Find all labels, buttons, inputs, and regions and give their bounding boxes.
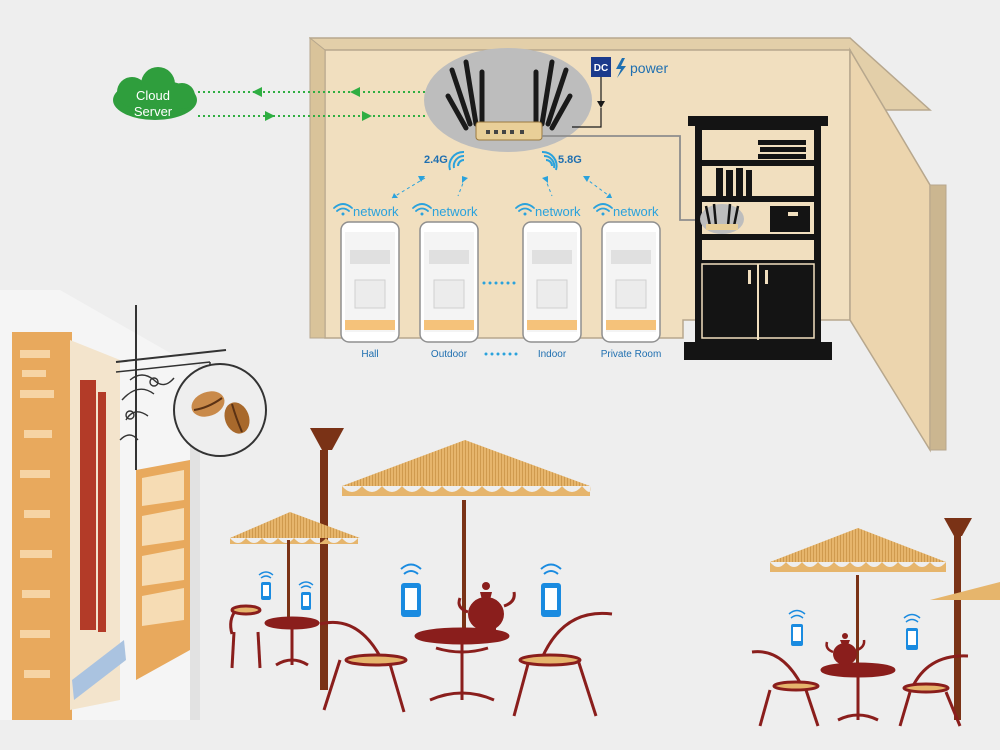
- wifi-icon: [789, 611, 805, 619]
- wifi-icon: [299, 582, 313, 588]
- band-5-8g-label: 5.8G: [558, 154, 582, 166]
- location-label: Outdoor: [431, 349, 468, 360]
- phone-icon: [401, 583, 421, 617]
- phone-icon: [261, 582, 271, 600]
- cloud-label-line2: Server: [134, 104, 173, 119]
- street-lamp-left: [310, 428, 344, 690]
- band-2-4g-label: 2.4G: [424, 154, 448, 166]
- dc-label: DC: [594, 63, 608, 74]
- phone-icon: [420, 222, 478, 342]
- location-label: Hall: [361, 349, 378, 360]
- network-label: network: [613, 204, 659, 219]
- wifi-icon: [904, 615, 920, 623]
- device-private-room: network Private Room: [594, 204, 661, 360]
- phone-icon: [602, 222, 660, 342]
- network-label: network: [353, 204, 399, 219]
- phone-icon: [906, 628, 918, 650]
- network-label: network: [432, 204, 478, 219]
- device-outdoor: network Outdoor: [413, 204, 478, 360]
- cafe-building: [0, 290, 200, 720]
- device-hall: network Hall: [334, 204, 399, 360]
- bookshelf-icon: [684, 116, 832, 360]
- location-label: Private Room: [601, 349, 662, 360]
- cloud-label-line1: Cloud: [136, 88, 170, 103]
- wifi-icon: [541, 565, 561, 575]
- network-label: network: [535, 204, 581, 219]
- phone-icon: [791, 624, 803, 646]
- phone-icon: [301, 592, 311, 610]
- device-indoor: network Indoor: [516, 204, 581, 360]
- wifi-icon: [401, 565, 421, 575]
- power-label: power: [630, 60, 668, 76]
- phone-icon: [541, 583, 561, 617]
- location-label: Indoor: [538, 349, 567, 360]
- teapot-icon: [459, 582, 514, 633]
- wifi-icon: [259, 572, 273, 578]
- umbrella-icon: [230, 440, 1000, 665]
- cafe-phones: [259, 565, 920, 651]
- phone-icon: [341, 222, 399, 342]
- phone-icon: [523, 222, 581, 342]
- cloud-icon: Cloud Server: [113, 67, 197, 120]
